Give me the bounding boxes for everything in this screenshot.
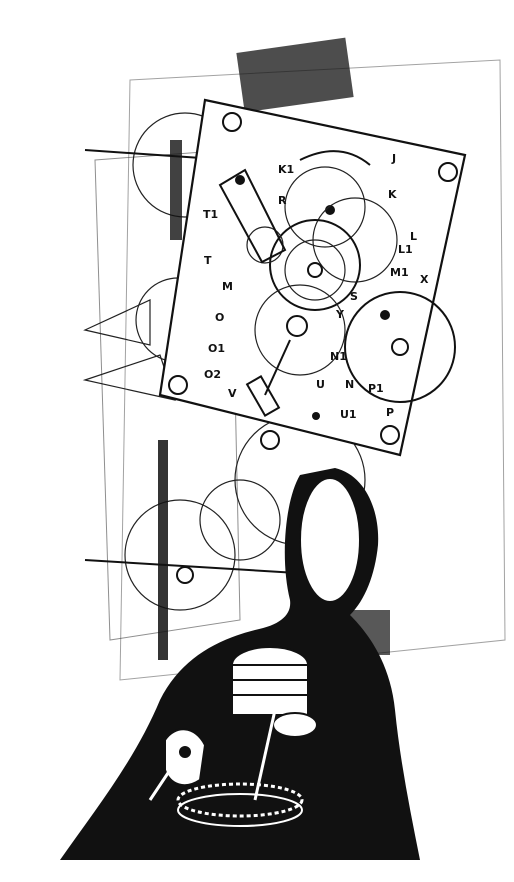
gear-n-hub xyxy=(391,338,409,356)
background-gear xyxy=(199,479,281,561)
label-U1: U1 xyxy=(340,408,357,421)
plate-screw xyxy=(380,425,400,445)
label-X: X xyxy=(420,273,429,286)
plate-screw xyxy=(222,112,242,132)
white-stroke xyxy=(148,769,172,801)
label-J: J xyxy=(391,152,396,165)
crown-wheel-lower xyxy=(177,793,303,827)
background-mechanism-sheets xyxy=(82,37,506,681)
label-S: S xyxy=(350,290,358,303)
labelled-gear-plate: J K1 K T1 R L L1 T M M1 S X O Y O1 O2 N1… xyxy=(158,98,467,457)
gear-m xyxy=(269,219,361,311)
gear-o xyxy=(254,284,346,376)
plate-screw xyxy=(168,375,188,395)
plate-screw xyxy=(438,162,458,182)
label-O2: O2 xyxy=(204,368,221,381)
gear-k xyxy=(284,166,366,248)
label-K1: K1 xyxy=(278,163,294,176)
label-R: R xyxy=(278,194,287,207)
lever-pin xyxy=(235,175,245,185)
gear-m-hub xyxy=(307,262,323,278)
label-O1: O1 xyxy=(208,342,225,355)
label-N: N xyxy=(345,378,354,391)
label-V: V xyxy=(228,387,237,400)
head-mirror xyxy=(300,478,360,602)
arm-u xyxy=(264,339,291,396)
drum-body xyxy=(231,664,309,716)
screw-hole xyxy=(176,566,194,584)
pillar xyxy=(158,440,168,660)
label-L: L xyxy=(410,230,417,243)
label-M1: M1 xyxy=(390,266,409,279)
label-L1: L1 xyxy=(398,243,413,256)
label-T: T xyxy=(204,254,212,267)
shoulder-gear-hub xyxy=(179,746,191,758)
gear-x-pin xyxy=(380,310,390,320)
label-T1: T1 xyxy=(203,208,218,221)
label-P1: P1 xyxy=(368,382,384,395)
background-gear xyxy=(124,499,236,611)
label-N1: N1 xyxy=(330,350,347,363)
gear-k1-segment xyxy=(299,150,371,166)
label-O: O xyxy=(215,311,224,324)
label-K: K xyxy=(388,188,397,201)
silhouette-figure xyxy=(60,468,420,860)
pin-u1 xyxy=(312,412,320,420)
gear-o1-hub xyxy=(286,315,308,337)
dark-ink-patch xyxy=(236,37,354,113)
gear-n xyxy=(344,291,456,403)
pallet-v xyxy=(245,375,281,417)
label-P: P xyxy=(386,406,394,419)
lever-t1 xyxy=(218,168,287,264)
label-U: U xyxy=(316,378,325,391)
gear-m1 xyxy=(284,239,346,301)
pillar xyxy=(170,140,182,240)
screw-hole xyxy=(260,430,280,450)
lever xyxy=(83,299,151,346)
small-drum xyxy=(272,712,318,738)
label-Y: Y xyxy=(335,308,345,321)
label-M: M xyxy=(222,280,233,293)
head-mirror-rim xyxy=(299,477,361,603)
crown-wheel xyxy=(176,782,304,818)
